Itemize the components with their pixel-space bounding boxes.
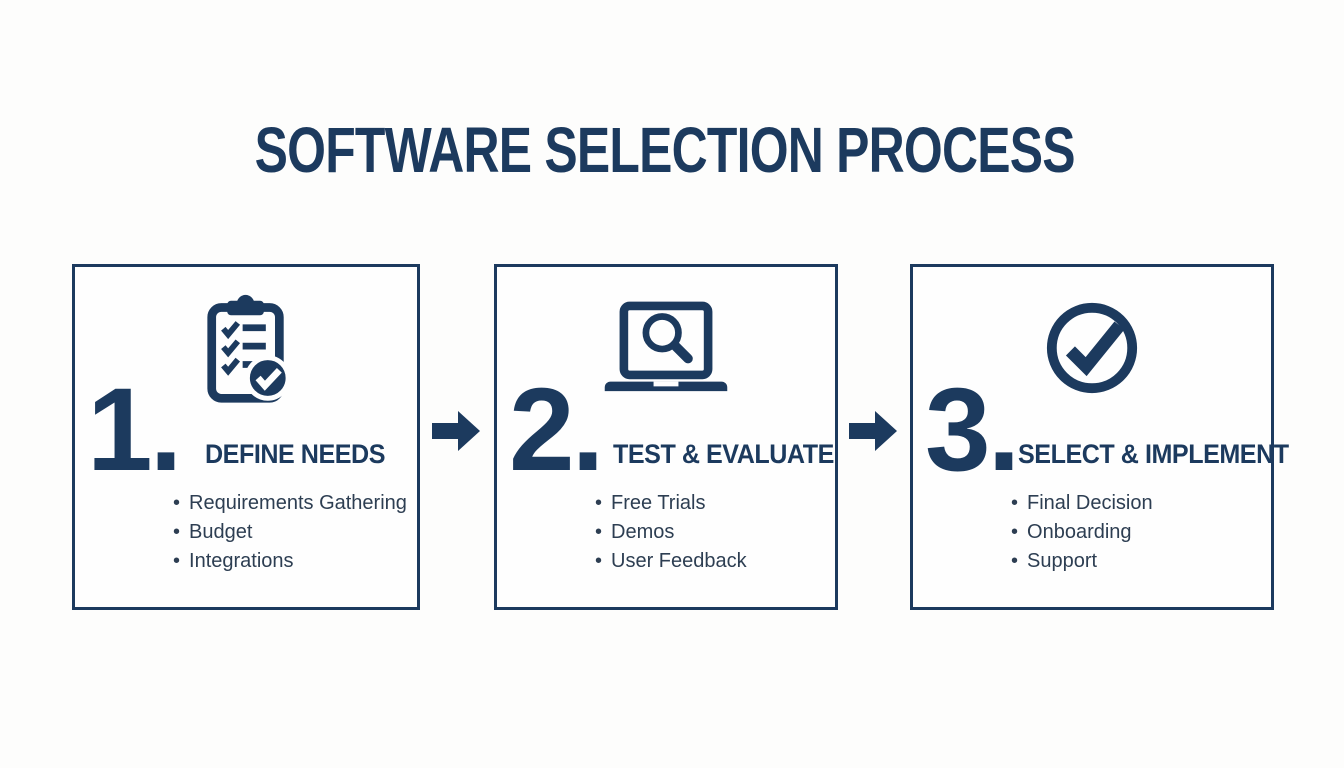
step-box-select-implement: 3. SELECT & IMPLEMENT Final Decision Onb… [910,264,1290,610]
step-box-test-evaluate: 2. TEST & EVALUATE Free Trials Demos Use… [494,264,838,610]
step-3-number: 3. [925,364,1020,496]
list-item: Demos [595,518,747,547]
step-1-number: 1. [87,364,182,496]
step-2-bullet-list: Free Trials Demos User Feedback [595,489,747,576]
step-3-heading: SELECT & IMPLEMENT [1018,439,1290,469]
list-item: Integrations [173,547,407,576]
title-bar: SOFTWARE SELECTION PROCESS [0,118,1330,182]
page-title: SOFTWARE SELECTION PROCESS [254,114,1076,186]
step-1-bullet-list: Requirements Gathering Budget Integratio… [173,489,407,576]
clipboard-checklist-icon [75,293,417,407]
step-3-bullet-list: Final Decision Onboarding Support [1011,489,1153,576]
step-2-header: 2. TEST & EVALUATE [509,364,835,496]
list-item: Final Decision [1011,489,1153,518]
list-item: Budget [173,518,407,547]
arrow-right-icon [849,410,897,457]
list-item: Requirements Gathering [173,489,407,518]
step-2-heading: TEST & EVALUATE [613,439,835,469]
list-item: User Feedback [595,547,747,576]
step-1-heading: DEFINE NEEDS [205,439,386,469]
arrow-right-icon [432,410,480,457]
step-box-define-needs: 1. DEFINE NEEDS Requirements Gathering B… [72,264,420,610]
circle-check-icon [913,299,1271,397]
step-1-header: 1. DEFINE NEEDS [87,371,411,489]
list-item: Support [1011,547,1153,576]
list-item: Free Trials [595,489,747,518]
step-2-number: 2. [509,364,604,496]
laptop-search-icon [497,301,835,399]
step-3-header: 3. SELECT & IMPLEMENT [925,364,1290,496]
list-item: Onboarding [1011,518,1153,547]
